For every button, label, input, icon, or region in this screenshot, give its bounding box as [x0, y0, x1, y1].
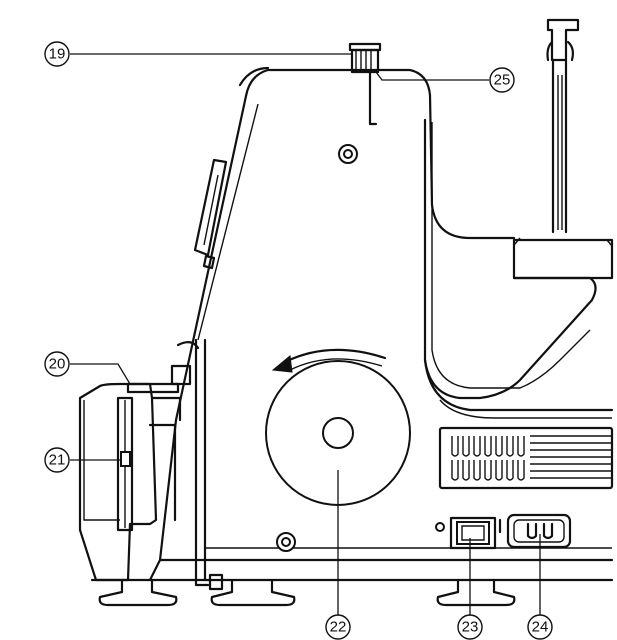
- callout-21: 21: [44, 447, 70, 473]
- grille-slot: [462, 436, 470, 457]
- grille-slot: [517, 460, 525, 481]
- top-knob: [348, 42, 382, 126]
- callout-24: 24: [527, 614, 553, 640]
- callout-label: 20: [49, 356, 66, 373]
- leader-lines: [70, 53, 541, 617]
- callout-23: 23: [457, 614, 483, 640]
- callout-label: 21: [49, 452, 66, 469]
- ventilation-grille: [438, 426, 614, 490]
- callout-label: 23: [462, 619, 479, 636]
- grille-slot: [473, 436, 481, 457]
- callout-20: 20: [44, 351, 70, 377]
- grille-slot: [473, 460, 481, 481]
- callout-label: 25: [494, 72, 511, 89]
- screws: [276, 144, 358, 552]
- grille-slot: [451, 436, 459, 457]
- thread-stand: [512, 18, 614, 280]
- grille-slot: [484, 460, 492, 481]
- grille-slot: [517, 436, 525, 457]
- callout-25: 25: [489, 67, 515, 93]
- grille-slot: [506, 460, 514, 481]
- callout-22: 22: [325, 614, 351, 640]
- callout-label: 22: [330, 619, 347, 636]
- front-lever: [193, 158, 228, 270]
- grille-slot: [462, 460, 470, 481]
- grille-slot: [451, 460, 459, 481]
- power-switch: [435, 516, 502, 550]
- grille-slot: [495, 460, 503, 481]
- power-socket: [506, 513, 572, 549]
- front-cover: [78, 341, 200, 582]
- feet: [98, 573, 516, 607]
- callout-label: 24: [532, 619, 549, 636]
- callout-19: 19: [44, 41, 70, 67]
- grille-slot: [506, 436, 514, 457]
- grille-slot: [495, 436, 503, 457]
- callout-label: 19: [49, 46, 66, 63]
- grille-slot: [484, 436, 492, 457]
